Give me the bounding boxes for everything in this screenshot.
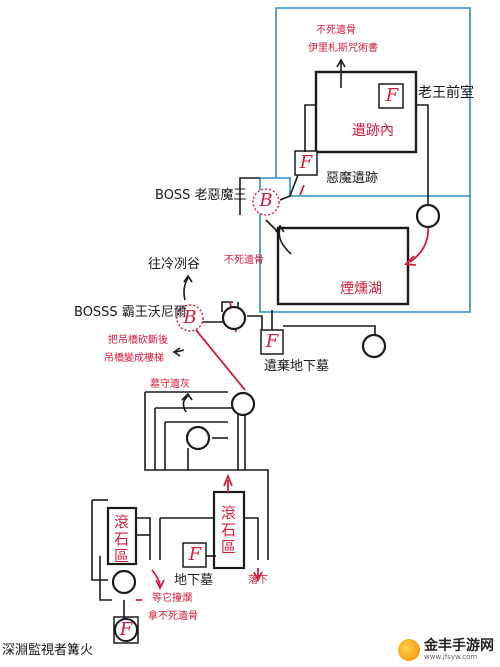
boss-rune-old-demon-king: B [259, 190, 273, 211]
label-undying-bone-top: 不死遺骨 [316, 25, 356, 36]
boss-rune-wolnir: B [183, 307, 197, 328]
label-catacombs: 地下墓 [174, 573, 214, 588]
boss-circle-old-demon-king [252, 188, 280, 216]
label-wait-explosion: 等它撞爛 [152, 593, 192, 604]
bonfire-rune-catacombs: F [188, 544, 202, 565]
rolling-stone-left-room [106, 506, 138, 566]
bonfire-rune-old-king: F [385, 85, 399, 106]
bonfire-rune-start: F [119, 619, 133, 640]
connector-lines [91, 104, 429, 620]
watermark-title: 金丰手游网 [424, 638, 494, 654]
watermark-url: www.jfsyw.com [424, 653, 478, 661]
label-cut-bridge: 把吊橋砍斷後 [108, 335, 168, 346]
label-toward-cold-valley: 往冷冽谷 [148, 257, 201, 272]
label-take-undying-bone: 拿不死遺骨 [148, 611, 198, 622]
bonfire-rune-abandoned-tomb: F [265, 331, 279, 352]
bonfire-box-demon-ruins [294, 150, 318, 176]
label-abandoned-tomb: 遺棄地下墓 [264, 359, 330, 374]
watermark-text: 金丰手游网 www.jfsyw.com [424, 639, 494, 661]
node-circles [111, 203, 441, 595]
label-smoldering-lake: 煙燻湖 [340, 281, 382, 297]
label-old-king-anteroom: 老王前室 [418, 85, 474, 101]
label-bonfire-start: 深淵監視者篝火 [2, 643, 94, 658]
label-bridge-stairs: 吊橋變成樓梯 [104, 353, 164, 364]
watermark-logo-icon [398, 639, 420, 661]
bonfire-box-catacombs [182, 542, 207, 568]
smoldering-lake-room [276, 226, 410, 306]
rolling-stone-center-room [212, 490, 246, 570]
bonfire-box-old-king [378, 83, 404, 109]
red-route [136, 184, 430, 601]
label-drop-down: 落下 [248, 575, 268, 586]
label-ruins-inner: 遺跡內 [352, 123, 394, 139]
label-boss-old-demon-king: BOSS 老惡魔王 [155, 188, 247, 203]
label-rolling-stone-center: 滾石區 [219, 505, 237, 556]
lake-area-border [259, 177, 471, 313]
label-demon-ruins: 惡魔遺跡 [326, 171, 379, 186]
label-boss-wolnir: BOSSS 霸王沃尼爾 [74, 305, 187, 320]
label-rolling-stone-left: 滾石區 [112, 514, 130, 565]
boss-circle-wolnir [176, 304, 204, 332]
label-iridari-scroll: 伊里札斯咒術書 [308, 43, 378, 54]
bonfire-circle-start [114, 618, 138, 642]
label-grave-warden-ash: 墓守遺灰 [150, 379, 190, 390]
watermark: 金丰手游网 www.jfsyw.com [398, 639, 494, 661]
bonfire-rune-demon-ruins: F [299, 152, 313, 173]
label-undying-bone-mid: 不死遺骨 [224, 255, 264, 266]
exit-arrows [172, 58, 346, 413]
